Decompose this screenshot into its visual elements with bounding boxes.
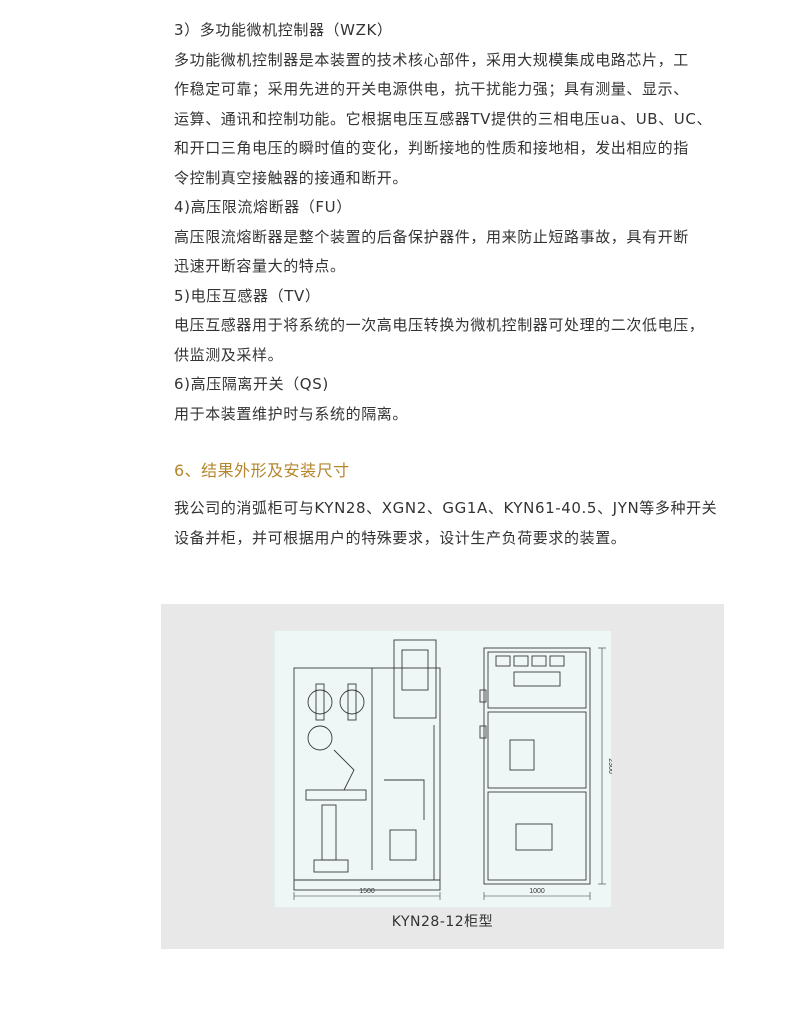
front-view bbox=[479, 647, 591, 885]
body-line: 和开口三角电压的瞬时值的变化，判断接地的性质和接地相，发出相应的指 bbox=[174, 139, 689, 157]
body-line: 6)高压隔离开关（QS) bbox=[174, 375, 329, 393]
side-dimension bbox=[293, 892, 441, 900]
body-line: 电压互感器用于将系统的一次高电压转换为微机控制器可处理的二次低电压， bbox=[174, 316, 705, 334]
figure-caption: KYN28-12柜型 bbox=[391, 914, 494, 930]
body-line: 3）多功能微机控制器（WZK） bbox=[174, 21, 393, 39]
front-width-label: 1000 bbox=[529, 888, 545, 895]
body-line: 作稳定可靠；采用先进的开关电源供电，抗干扰能力强；具有测量、显示、 bbox=[174, 80, 689, 98]
intro-text: 我公司的消弧柜可与KYN28、XGN2、GG1A、KYN61-40.5、JYN等… bbox=[174, 494, 718, 553]
body-line: 5)电压互感器（TV） bbox=[174, 286, 321, 305]
front-dimension bbox=[483, 647, 606, 900]
body-line: 迅速开断容量大的特点。 bbox=[174, 257, 346, 275]
drawing-background bbox=[274, 630, 612, 908]
intro-line: 设备并柜，并可根据用户的特殊要求，设计生产负荷要求的装置。 bbox=[174, 528, 627, 547]
body-text: 3）多功能微机控制器（WZK） 多功能微机控制器是本装置的技术核心部件，采用大规… bbox=[174, 16, 714, 429]
cabinet-drawing: 1500 1000 2300 bbox=[274, 630, 612, 908]
body-line: 多功能微机控制器是本装置的技术核心部件，采用大规模集成电路芯片，工 bbox=[174, 50, 689, 69]
side-width-label: 1500 bbox=[359, 888, 375, 895]
body-line: 运算、通讯和控制功能。它根据电压互感器TV提供的三相电压ua、UB、UC、 bbox=[174, 109, 713, 128]
body-line: 用于本装置维护时与系统的隔离。 bbox=[174, 404, 409, 423]
side-view bbox=[293, 639, 441, 891]
body-line: 4)高压限流熔断器（FU） bbox=[174, 198, 352, 216]
body-line: 高压限流熔断器是整个装置的后备保护器件，用来防止短路事故，具有开断 bbox=[174, 227, 689, 246]
section-title: 6、结果外形及安装尺寸 bbox=[174, 461, 350, 480]
body-line: 供监测及采样。 bbox=[174, 345, 284, 364]
body-line: 令控制真空接触器的接通和断开。 bbox=[174, 168, 409, 187]
intro-line: 我公司的消弧柜可与KYN28、XGN2、GG1A、KYN61-40.5、JYN等… bbox=[174, 499, 718, 517]
height-label: 2300 bbox=[607, 758, 612, 774]
